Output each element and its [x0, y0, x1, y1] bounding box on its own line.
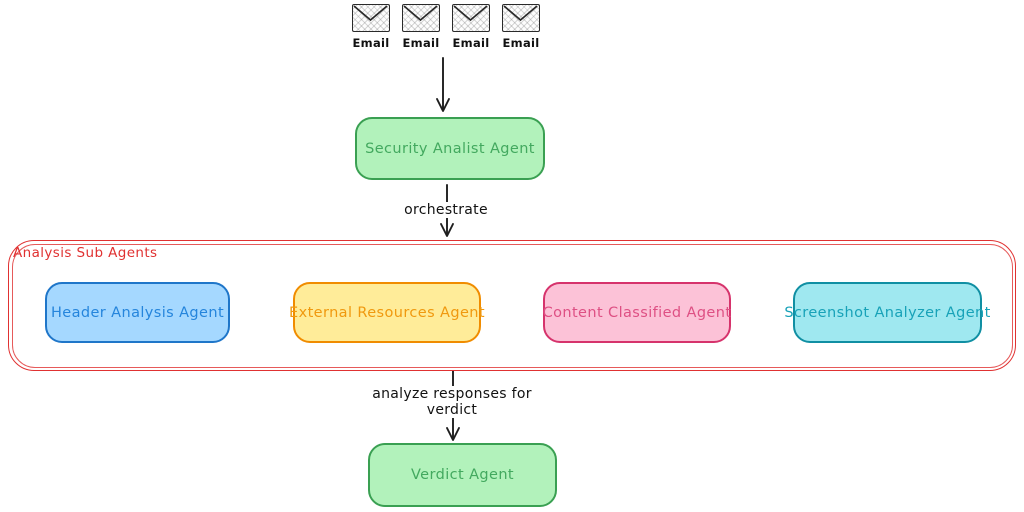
email-label: Email: [452, 36, 490, 50]
node-label: External Resources Agent: [289, 304, 485, 321]
container-label: Analysis Sub Agents: [13, 245, 158, 261]
node-external-resources-agent: External Resources Agent: [289, 282, 485, 343]
node-content-classified-agent: Content Classified Agent: [543, 282, 731, 343]
edge-label-line2: verdict: [426, 402, 478, 418]
edge-label-line1: analyze responses for: [372, 386, 532, 402]
email-sources-group: Email Email Email Email: [352, 4, 540, 50]
node-screenshot-analyzer-agent: Screenshot Analyzer Agent: [784, 282, 990, 343]
email-node: Email: [352, 4, 390, 50]
email-envelope-icon: [452, 4, 490, 32]
node-security-analist-agent: Security Analist Agent: [355, 117, 545, 180]
node-label: Security Analist Agent: [365, 140, 535, 157]
email-label: Email: [502, 36, 540, 50]
edge-label-orchestrate: orchestrate: [401, 202, 491, 218]
email-node: Email: [452, 4, 490, 50]
email-envelope-icon: [352, 4, 390, 32]
arrow-emails-to-security: [436, 57, 450, 112]
node-label: Screenshot Analyzer Agent: [784, 304, 991, 321]
email-node: Email: [402, 4, 440, 50]
node-label: Content Classified Agent: [542, 304, 732, 321]
email-node: Email: [502, 4, 540, 50]
node-header-analysis-agent: Header Analysis Agent: [45, 282, 230, 343]
email-envelope-icon: [402, 4, 440, 32]
analysis-sub-agents-container: [8, 240, 1016, 371]
edge-label-analyze-responses: analyze responses for verdict: [369, 386, 535, 418]
node-label: Header Analysis Agent: [50, 304, 225, 321]
node-label: Verdict Agent: [410, 467, 515, 483]
email-label: Email: [352, 36, 390, 50]
email-envelope-icon: [502, 4, 540, 32]
email-label: Email: [402, 36, 440, 50]
node-verdict-agent: Verdict Agent: [368, 443, 557, 507]
